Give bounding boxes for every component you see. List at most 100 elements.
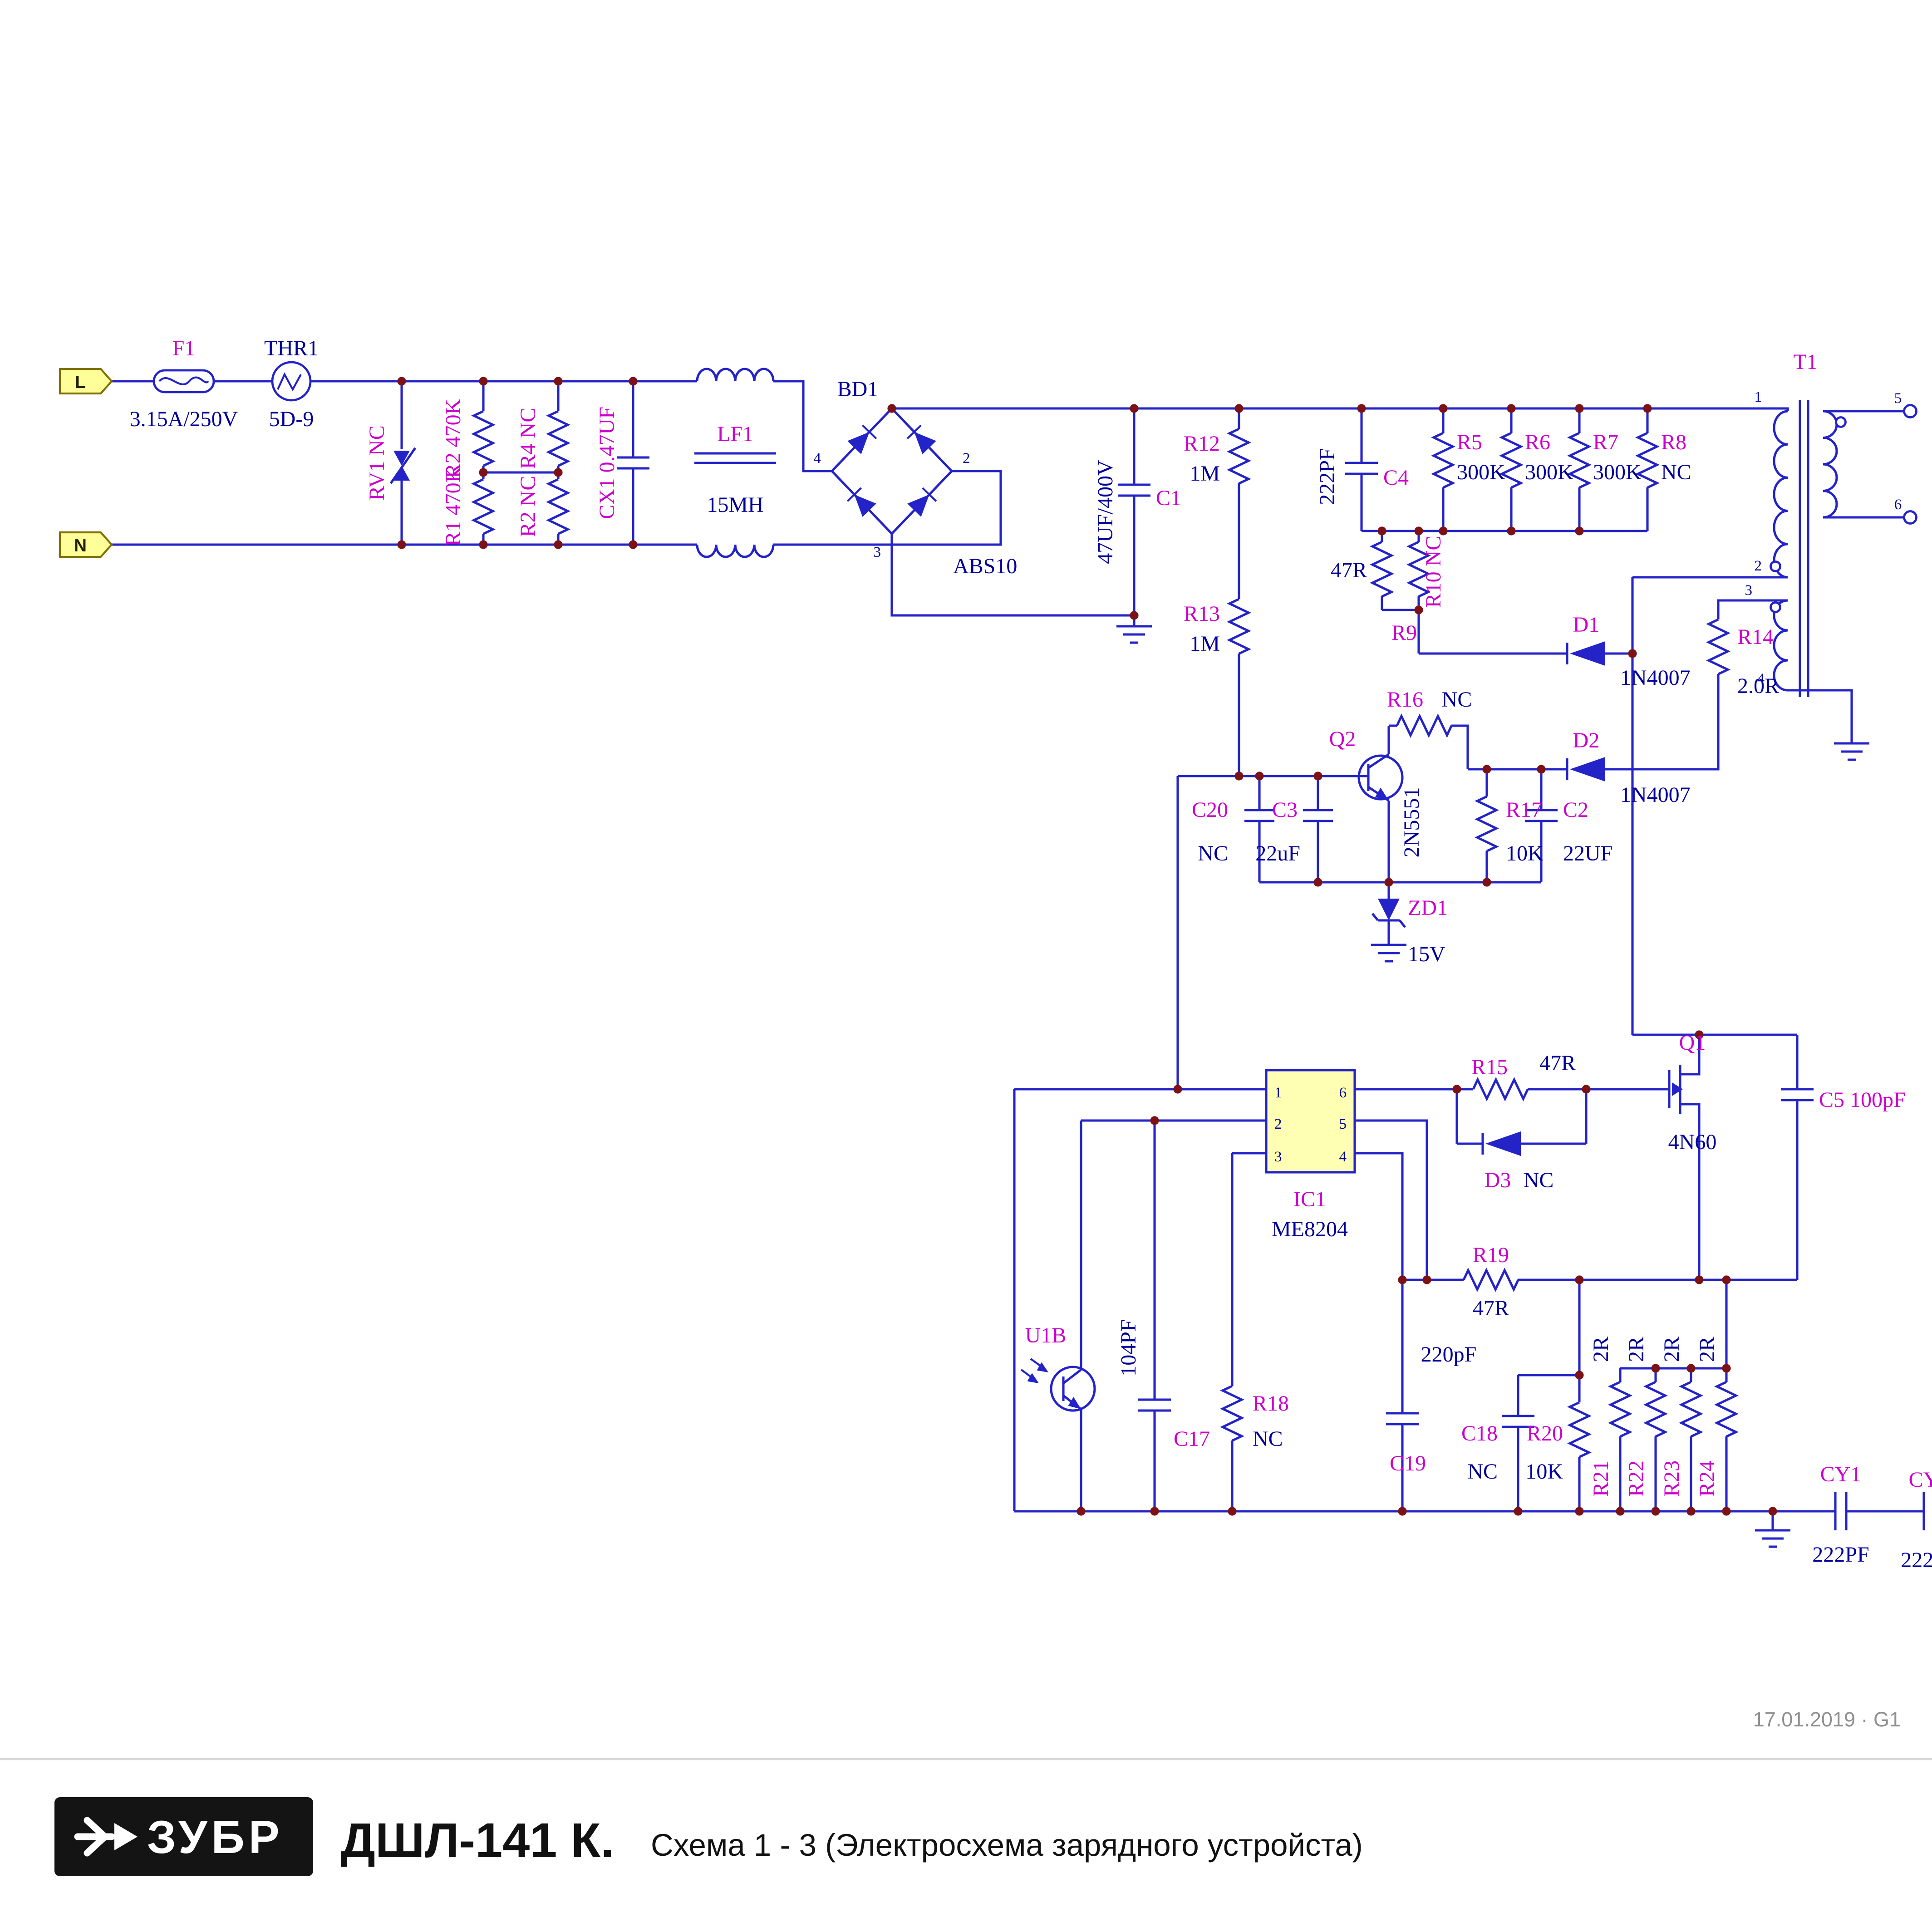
label-c4-ref: C4 <box>1383 466 1409 490</box>
label-bd1-ref: BD1 <box>837 377 879 401</box>
label-ic1-pin1: 1 <box>1274 1085 1282 1101</box>
fuse-f1 <box>152 369 215 393</box>
label-c5: C5 100pF <box>1819 1088 1906 1112</box>
label-t1-pin6: 6 <box>1894 497 1902 513</box>
label-r21-value: 2R <box>1589 1337 1613 1362</box>
label-r19-ref: R19 <box>1473 1243 1509 1267</box>
label-bd1-pin4: 4 <box>814 450 821 467</box>
label-d1-ref: D1 <box>1573 613 1600 637</box>
label-r23-value: 2R <box>1660 1337 1684 1362</box>
label-c20-ref: C20 <box>1192 798 1228 822</box>
component-labels: F1 3.15A/250V THR1 5D-9 RV1 NC R2 470K R… <box>130 336 1932 1572</box>
label-r13-value: 1M <box>1190 632 1220 656</box>
label-d2-ref: D2 <box>1573 728 1600 752</box>
label-zd1-value: 15V <box>1408 942 1445 966</box>
label-u1b: U1B <box>1025 1323 1067 1347</box>
resistor-zigzags <box>474 411 1736 1457</box>
label-cy2-value: 222PF <box>1901 1548 1932 1572</box>
label-t1-pin1: 1 <box>1755 389 1762 405</box>
secondary-terminal-5 <box>1903 404 1917 418</box>
terminal-live <box>59 368 113 395</box>
label-r9-value: 47R <box>1331 558 1367 582</box>
label-r7-ref: R7 <box>1593 430 1618 454</box>
terminal-neutral <box>59 531 113 558</box>
label-r17-ref: R17 <box>1506 798 1542 822</box>
label-bd1-pin2: 2 <box>963 450 970 467</box>
ic1-body <box>1265 1069 1356 1174</box>
label-r9-ref: R9 <box>1391 621 1417 645</box>
label-ic1-pin3: 3 <box>1274 1149 1282 1165</box>
wires-bridge-dc <box>830 407 1789 1035</box>
label-t1-pin2: 2 <box>1755 558 1762 574</box>
label-r4: R4 NC <box>516 408 540 469</box>
label-c18-ref: C18 <box>1461 1421 1498 1445</box>
label-r22-ref: R22 <box>1624 1460 1648 1497</box>
label-cy1-value: 222PF <box>1812 1543 1869 1567</box>
wires-controller <box>1013 1033 1814 1511</box>
label-r23-ref: R23 <box>1660 1460 1684 1497</box>
label-r22-value: 2R <box>1624 1337 1648 1362</box>
label-t1-pin4: 4 <box>1757 671 1765 687</box>
label-r2-bot: R2 NC <box>516 476 540 537</box>
schematic-description: Схема 1 - 3 (Электросхема зарядного устр… <box>651 1828 1363 1863</box>
label-c19-ref: C19 <box>1390 1451 1426 1475</box>
label-f1-ref: F1 <box>172 336 196 360</box>
label-ic1-value: ME8204 <box>1272 1217 1348 1241</box>
label-r12-value: 1M <box>1190 462 1220 486</box>
label-r1: R1 470K <box>441 467 465 546</box>
label-d3-value: NC <box>1524 1168 1554 1192</box>
label-d3-ref: D3 <box>1485 1168 1511 1192</box>
label-c19-value: 220pF <box>1421 1342 1477 1367</box>
label-c1-ref: C1 <box>1156 486 1181 510</box>
polarity-dot-secondary <box>1835 416 1847 428</box>
polarity-dot-aux <box>1770 601 1781 613</box>
label-lf1-ref: LF1 <box>717 422 753 446</box>
label-r15-value: 47R <box>1539 1051 1576 1075</box>
label-r12-ref: R12 <box>1184 432 1220 456</box>
label-r24-value: 2R <box>1695 1337 1719 1362</box>
label-bd1-value: ABS10 <box>953 554 1017 578</box>
thermistor-thr1 <box>271 361 312 402</box>
label-r5-value: 300K <box>1457 460 1505 484</box>
label-r6-value: 300K <box>1525 460 1573 484</box>
zubr-arrow-icon <box>74 1817 138 1857</box>
label-c3-ref: C3 <box>1272 798 1298 822</box>
brand-logo-box <box>54 1797 313 1876</box>
transistor-q2 <box>1357 754 1404 801</box>
label-q2-ref: Q2 <box>1329 727 1356 751</box>
date-revision: 17.01.2019 · G1 <box>1753 1708 1901 1731</box>
label-ic1-ref: IC1 <box>1293 1187 1326 1211</box>
label-r5-ref: R5 <box>1457 430 1482 454</box>
wires-transformer <box>1605 400 1903 771</box>
title-block: 17.01.2019 · G1 ЗУБР ДШЛ-141 К. Схема 1 … <box>0 1708 1932 1876</box>
label-ic1-pin2: 2 <box>1274 1116 1282 1132</box>
label-r8-value: NC <box>1661 460 1691 484</box>
label-r24-ref: R24 <box>1695 1460 1719 1497</box>
label-c18-value: NC <box>1467 1460 1498 1484</box>
label-lf1-value: 15MH <box>707 493 763 517</box>
label-c1-value: 47UF/400V <box>1093 460 1117 564</box>
label-r18-ref: R18 <box>1253 1391 1289 1416</box>
diode-d3 <box>1485 1131 1521 1156</box>
transformer-t1-extras <box>1770 404 1917 613</box>
wires-aux-supply <box>1176 643 1568 1089</box>
label-r14-ref: R14 <box>1737 625 1774 649</box>
label-c3-value: 22uF <box>1255 841 1300 865</box>
label-r13-ref: R13 <box>1184 602 1220 626</box>
label-rv1: RV1 NC <box>365 425 389 501</box>
label-r6-ref: R6 <box>1525 430 1550 454</box>
varistor-rv1 <box>393 451 410 481</box>
label-r7-value: 300K <box>1593 460 1642 484</box>
label-r2-top: R2 470K <box>441 398 465 478</box>
label-r16-value: NC <box>1442 688 1472 712</box>
label-q1-value: 4N60 <box>1668 1130 1717 1154</box>
label-r14-value: 2.0R <box>1737 674 1779 698</box>
label-thr1-value: 5D-9 <box>269 407 314 431</box>
input-terminals: L N <box>59 368 113 558</box>
terminal-neutral-label: N <box>74 536 87 556</box>
label-d2-value: 1N4007 <box>1620 783 1691 807</box>
label-ic1-pin5: 5 <box>1339 1116 1347 1132</box>
label-thr1-ref: THR1 <box>264 336 319 360</box>
secondary-terminal-6 <box>1903 510 1917 525</box>
